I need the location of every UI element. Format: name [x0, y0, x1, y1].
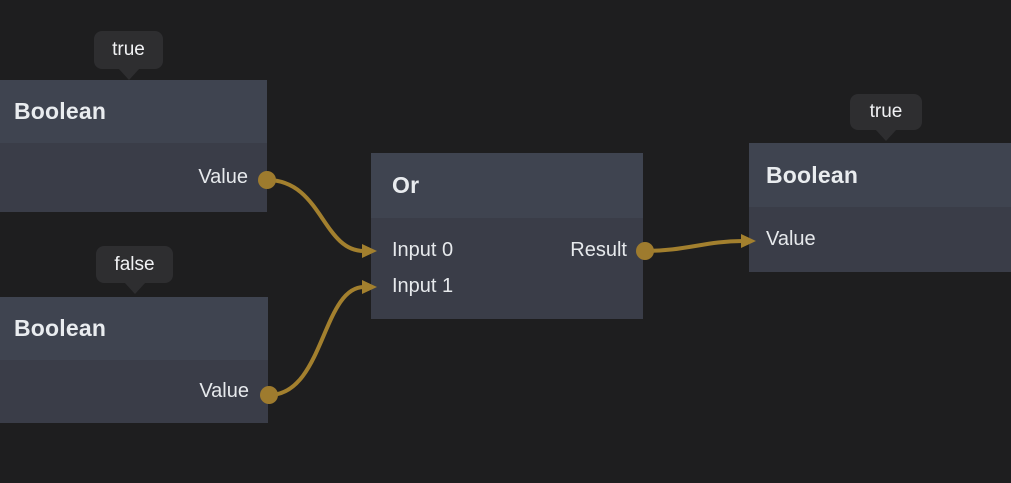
node-title: Boolean: [14, 315, 107, 341]
wire-or-result-to-bool3-value[interactable]: [643, 239, 745, 253]
value-badge-bool2: false: [96, 246, 173, 294]
node-title: Boolean: [766, 161, 859, 188]
wire-bool2-value-to-or-input1[interactable]: [267, 285, 366, 397]
port-label-value-input: Value: [766, 228, 816, 250]
port-dot-bool2-value-output[interactable]: [260, 386, 278, 404]
node-or-gate[interactable]: Or Input 0 Result Input 1: [371, 153, 643, 319]
node-header[interactable]: Or: [371, 153, 643, 218]
node-header[interactable]: Boolean: [0, 297, 268, 360]
node-boolean-right[interactable]: Boolean Value: [749, 143, 1011, 272]
value-badge-bool1: true: [94, 31, 163, 80]
value-badge-text: true: [869, 101, 903, 122]
port-label-value-output: Value: [198, 166, 248, 188]
node-header[interactable]: Boolean: [749, 143, 1011, 207]
value-badge-pointer: [117, 68, 140, 80]
port-label-input1: Input 1: [392, 274, 454, 297]
port-label-result-output: Result: [570, 238, 627, 261]
port-label-input0: Input 0: [392, 238, 454, 261]
port-row-input1: Input 1: [371, 268, 643, 304]
value-badge-pointer: [123, 282, 146, 294]
node-title: Or: [392, 172, 420, 198]
wire-bool1-value-to-or-input0[interactable]: [265, 178, 366, 253]
node-boolean-bottom-left[interactable]: Boolean Value: [0, 297, 268, 423]
node-body: Value: [0, 143, 267, 212]
node-header[interactable]: Boolean: [0, 80, 267, 143]
node-body: Value: [749, 207, 1011, 272]
value-badge-text: false: [114, 253, 155, 275]
value-badge-pointer: [875, 129, 897, 141]
port-row-input0-result: Input 0 Result: [371, 232, 643, 268]
port-dot-or-result-output[interactable]: [636, 242, 654, 260]
node-boolean-top-left[interactable]: Boolean Value: [0, 80, 267, 212]
value-badge-bool3: true: [850, 94, 922, 141]
port-label-value-output: Value: [199, 380, 249, 402]
port-dot-bool1-value-output[interactable]: [258, 171, 276, 189]
node-body: Input 0 Result Input 1: [371, 218, 643, 319]
node-body: Value: [0, 360, 268, 423]
value-badge-text: true: [112, 39, 145, 60]
node-title: Boolean: [14, 98, 107, 124]
